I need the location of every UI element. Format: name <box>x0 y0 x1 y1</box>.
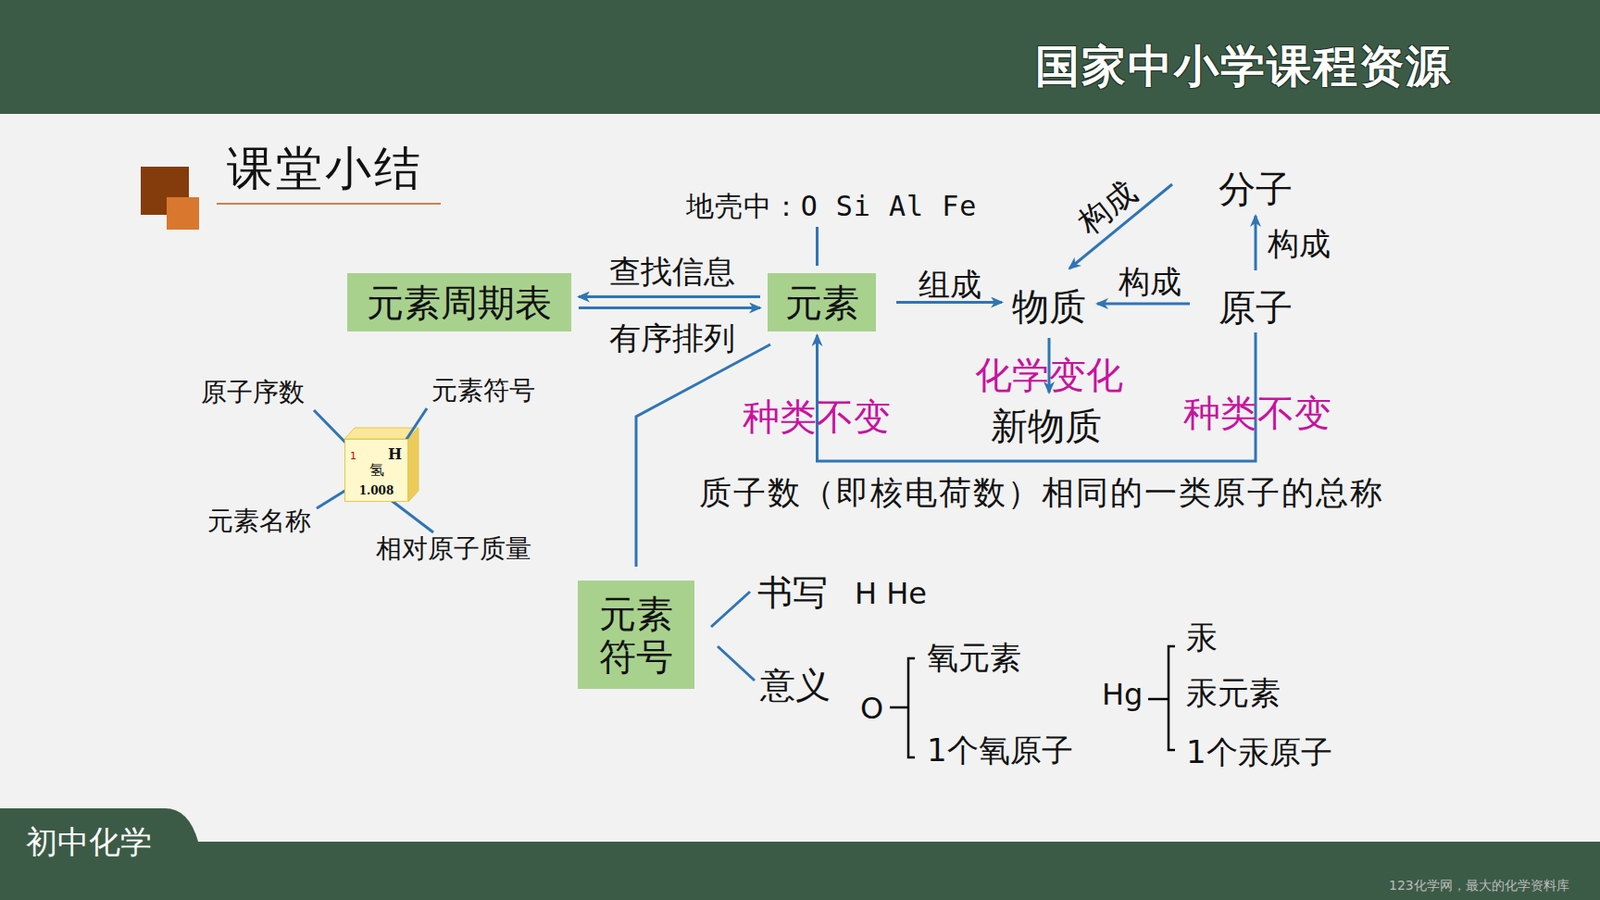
branch-line <box>711 591 750 627</box>
callout-label: 原子序数 <box>200 377 305 408</box>
callout-label: 元素符号 <box>431 375 536 406</box>
edge-label: 构成 <box>1267 225 1331 263</box>
connector-arrow <box>815 226 819 266</box>
meaning-item: 1个氧原子 <box>926 732 1074 769</box>
node-label: 元素符号 <box>597 592 675 678</box>
element-symbol: O <box>860 691 884 726</box>
definition-text: 质子数（即核电荷数）相同的一类原子的总称 <box>699 474 1385 512</box>
concept-node: 分子 <box>1209 166 1302 212</box>
connector-arrow <box>636 344 771 567</box>
node-label: 物质 <box>1012 285 1087 328</box>
node-label: 原子 <box>1218 286 1293 329</box>
concept-node: 新物质 <box>984 402 1108 450</box>
course-tab: 初中化学 <box>25 824 152 861</box>
leader-line <box>390 500 434 533</box>
concept-box: 元素符号 <box>577 580 695 689</box>
connector-arrow <box>1097 302 1190 306</box>
callout-label: 元素名称 <box>207 506 312 537</box>
example-symbols: H He <box>854 576 927 612</box>
edge-label: 化学变化 <box>975 353 1124 397</box>
title-underline <box>216 202 441 205</box>
site-header: 国家中小学课程资源 <box>1035 40 1452 92</box>
atomic-mass: 1.008 <box>345 485 408 497</box>
meaning-item: 1个汞原子 <box>1186 734 1333 771</box>
connector-arrow <box>578 306 761 310</box>
edge-label: 组成 <box>918 266 982 303</box>
meaning-item: 汞 <box>1186 619 1218 656</box>
bracket <box>889 658 915 758</box>
element-symbol: Hg <box>1101 677 1143 713</box>
note-label: 种类不变 <box>1183 391 1332 435</box>
cube-top-face <box>344 427 419 439</box>
branch-line <box>717 646 755 681</box>
edge-label: 种类不变 <box>742 395 891 438</box>
concept-node: 物质 <box>1005 283 1093 330</box>
node-label: 元素周期表 <box>366 281 552 325</box>
concept-node: 原子 <box>1209 285 1302 330</box>
title-icon <box>166 197 200 230</box>
watermark: 123化学网，最大的化学资料库 <box>1388 877 1570 893</box>
concept-box: 元素 <box>767 273 876 332</box>
title-icon <box>140 166 189 215</box>
edge-label: 有序排列 <box>609 320 736 357</box>
edge-label: 查找信息 <box>609 253 736 290</box>
atomic-number: 1 <box>350 450 357 462</box>
edge-label: 构成 <box>1118 263 1182 300</box>
edge-label: 构成 <box>1071 174 1144 242</box>
connector-arrow <box>1254 215 1258 271</box>
cube-side-face <box>408 427 419 502</box>
bracket <box>1148 646 1175 750</box>
callout-label: 相对原子质量 <box>375 534 532 564</box>
node-label: 地壳中：O Si Al Fe <box>686 190 978 224</box>
node-label: 新物质 <box>990 404 1102 448</box>
meaning-item: 汞元素 <box>1186 675 1281 712</box>
concept-box: 元素周期表 <box>347 273 572 332</box>
node-label: 分子 <box>1218 167 1293 211</box>
meaning-item: 氧元素 <box>926 639 1022 676</box>
branch-heading: 意义 <box>760 665 831 707</box>
element-symbol: H <box>387 447 402 463</box>
header-band <box>0 0 1600 114</box>
footer-band <box>0 841 1600 900</box>
element-name: 氢 <box>345 462 408 478</box>
slide-title: 课堂小结 <box>226 137 424 200</box>
connector-arrow <box>578 295 761 299</box>
branch-heading: 书写 <box>757 573 828 614</box>
periodic-cell: 1 H氢 1.008 <box>344 438 409 502</box>
crust-note: 地壳中：O Si Al Fe <box>678 189 985 224</box>
node-label: 元素 <box>785 281 860 325</box>
